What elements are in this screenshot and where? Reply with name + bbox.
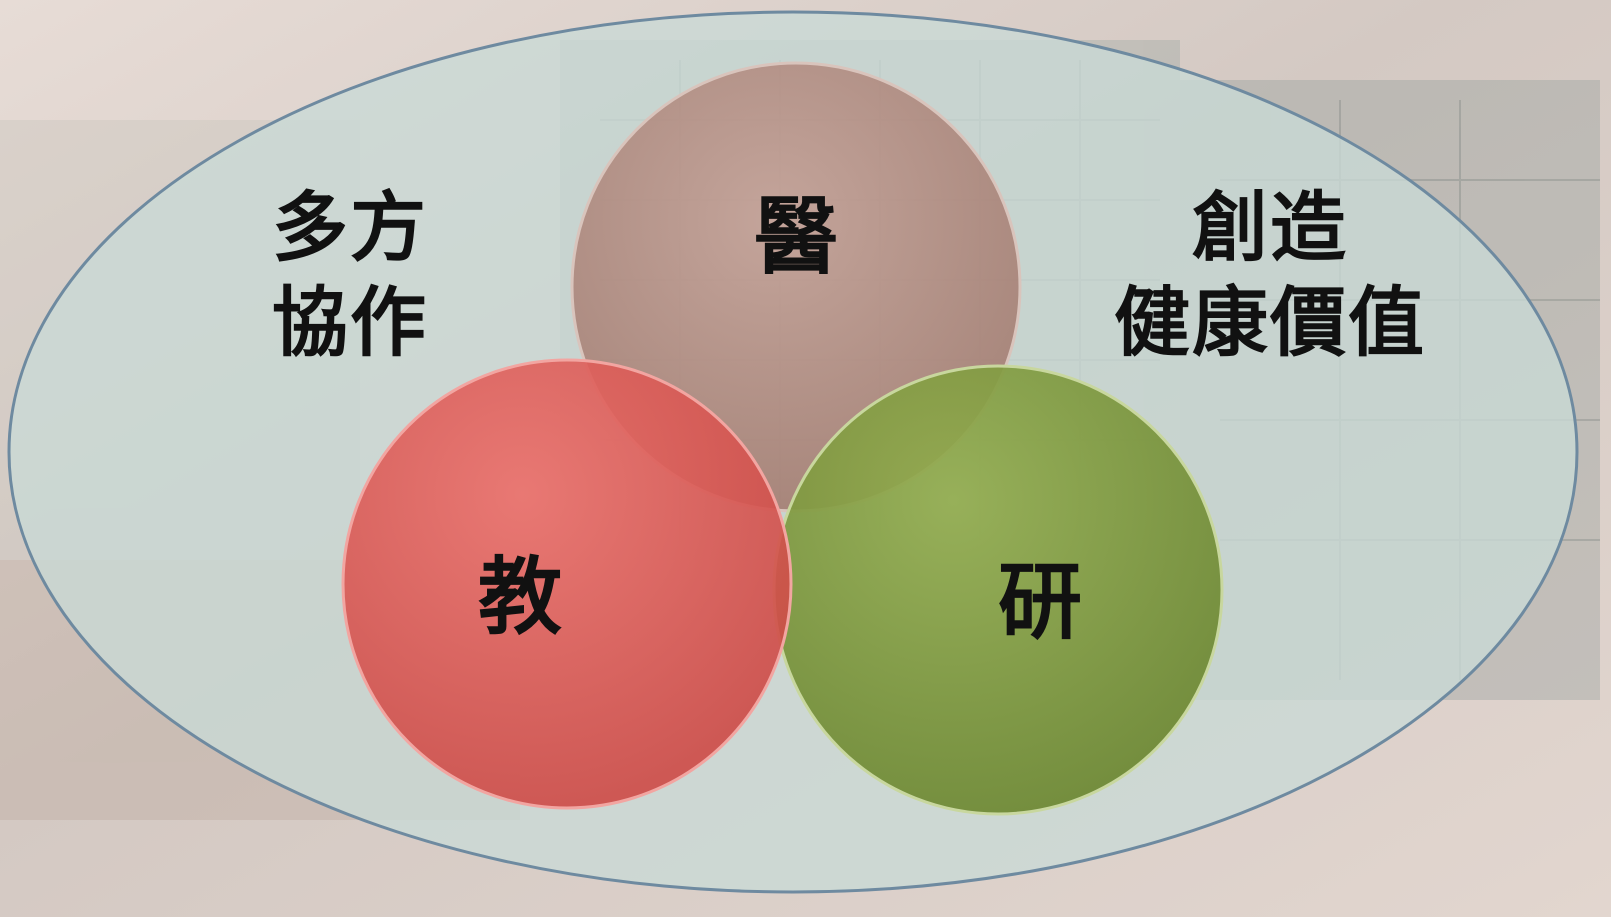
right-text-line-1: 創造 — [1192, 183, 1348, 272]
circle-left-label: 教 — [477, 548, 562, 646]
right-text-line-2: 健康價值 — [1114, 278, 1426, 367]
left-text: 多方 協作 — [250, 180, 450, 370]
circle-left — [341, 358, 793, 810]
left-text-line-2: 協作 — [272, 278, 428, 367]
left-text-line-1: 多方 — [272, 183, 428, 272]
circle-right-label: 研 — [997, 553, 1082, 651]
right-text: 創造 健康價值 — [1090, 180, 1450, 370]
circle-top-label: 醫 — [753, 188, 838, 286]
